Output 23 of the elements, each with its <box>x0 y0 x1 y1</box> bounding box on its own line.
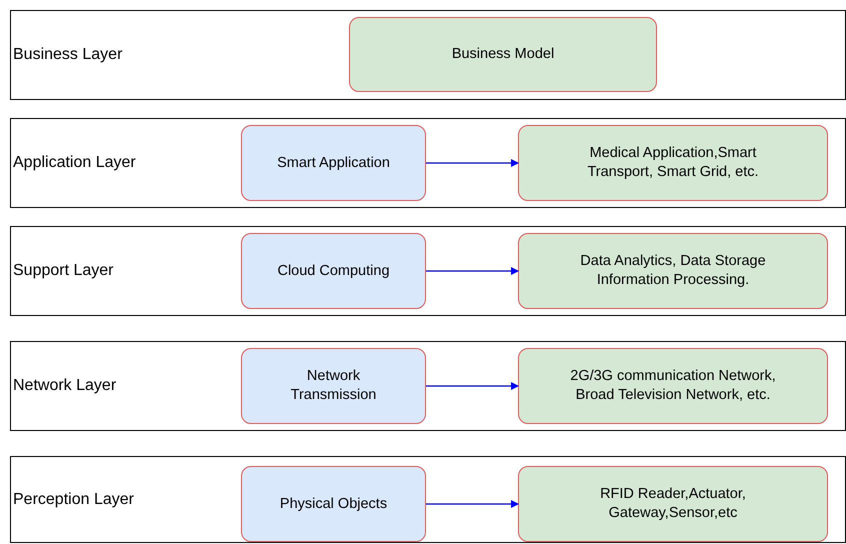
process-box: Data Analytics, Data Storage Information Processing. <box>518 233 828 309</box>
process-box: Medical Application,Smart Transport, Smart Grid, etc. <box>518 125 828 201</box>
process-box: 2G/3G communication Network, Broad Television Network, etc. <box>518 348 828 424</box>
layer-band <box>10 341 846 431</box>
layer-label: Support Layer <box>13 262 114 280</box>
layer-label: Application Layer <box>13 154 136 172</box>
process-box: Smart Application <box>241 125 426 201</box>
layer-band <box>10 226 846 316</box>
process-box: Physical Objects <box>241 466 426 542</box>
process-box: Cloud Computing <box>241 233 426 309</box>
layer-band <box>10 456 846 543</box>
layer-band <box>10 118 846 208</box>
process-box: Network Transmission <box>241 348 426 424</box>
layer-label: Business Layer <box>13 46 122 64</box>
arrow <box>426 500 519 508</box>
layer-label: Network Layer <box>13 377 116 395</box>
arrow <box>426 382 519 390</box>
arrow <box>426 159 519 167</box>
arrow <box>426 267 519 275</box>
process-box: Business Model <box>349 17 657 92</box>
layer-label: Perception Layer <box>13 490 134 508</box>
process-box: RFID Reader,Actuator, Gateway,Sensor,etc <box>518 466 828 542</box>
layer-band <box>10 10 846 100</box>
